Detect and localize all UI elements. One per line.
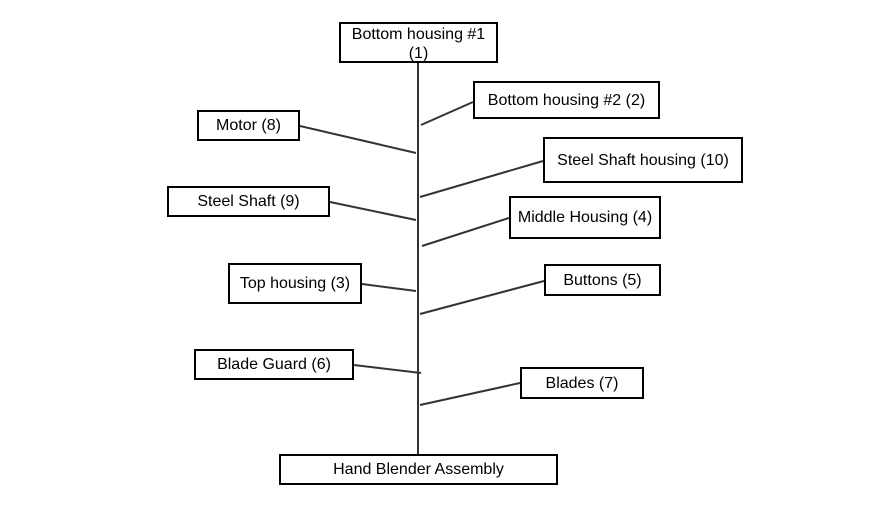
node-middle-housing: Middle Housing (4) xyxy=(509,196,661,239)
branch-buttons xyxy=(419,280,545,315)
branch-blades xyxy=(419,382,521,406)
node-motor: Motor (8) xyxy=(197,110,300,141)
node-blades: Blades (7) xyxy=(520,367,644,399)
branch-middle-housing xyxy=(421,217,510,247)
branch-blade-guard xyxy=(353,364,422,374)
node-steel-shaft-housing: Steel Shaft housing (10) xyxy=(543,137,743,183)
node-bottom-housing-1: Bottom housing #1 (1) xyxy=(339,22,498,63)
branch-bottom-housing-2 xyxy=(420,101,474,126)
node-buttons: Buttons (5) xyxy=(544,264,661,296)
node-bottom-housing-2: Bottom housing #2 (2) xyxy=(473,81,660,119)
node-hand-blender-assembly: Hand Blender Assembly xyxy=(279,454,558,485)
node-blade-guard: Blade Guard (6) xyxy=(194,349,354,380)
branch-steel-shaft xyxy=(329,201,417,221)
node-steel-shaft: Steel Shaft (9) xyxy=(167,186,330,217)
node-top-housing: Top housing (3) xyxy=(228,263,362,304)
branch-steel-shaft-housing xyxy=(419,160,544,198)
branch-motor xyxy=(299,125,417,154)
branch-top-housing xyxy=(361,283,417,292)
